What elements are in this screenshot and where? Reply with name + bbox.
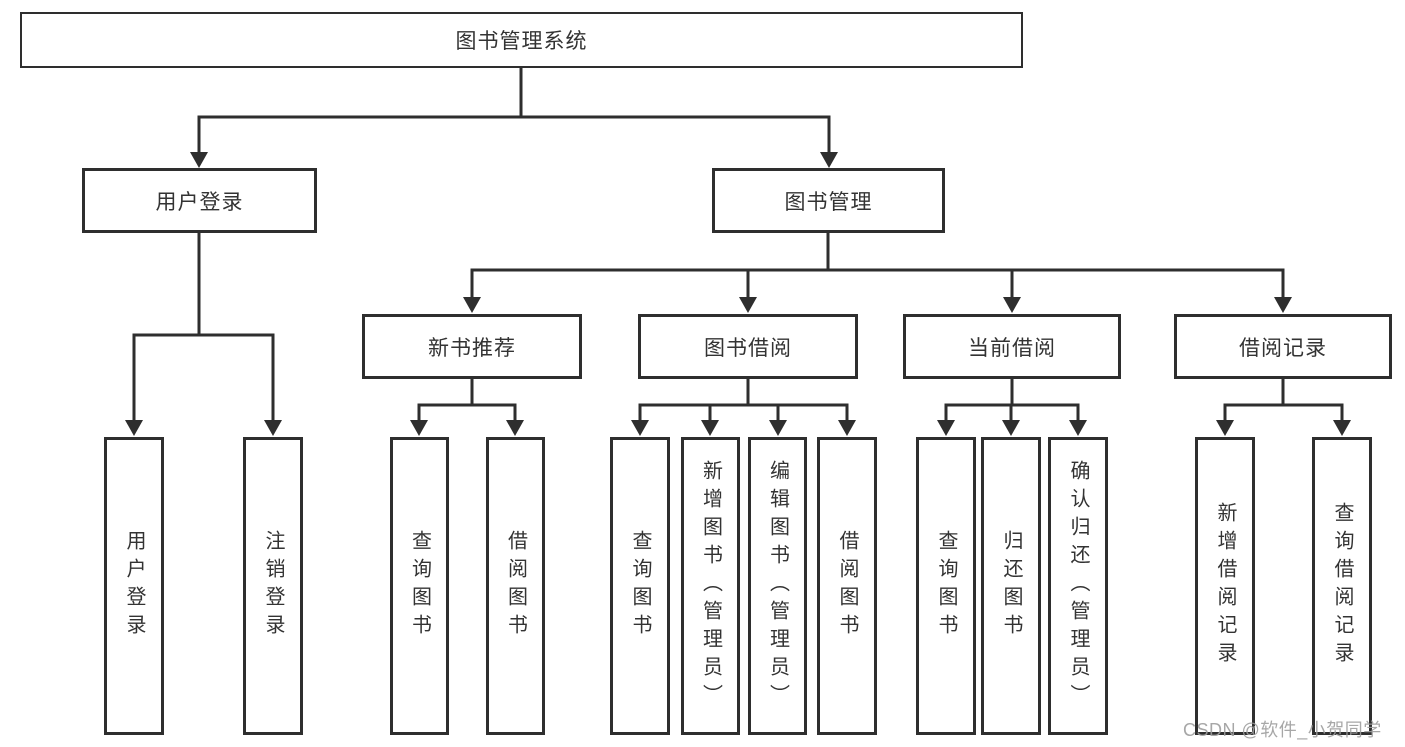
- node-label: 图书管理: [784, 190, 873, 214]
- csdn-watermark: CSDN @软件_小贺同学: [1183, 720, 1382, 740]
- node-label: 图书借阅: [704, 336, 792, 360]
- node-user-login: 用户登录: [82, 168, 317, 233]
- node-label: 新增借阅记录: [1214, 502, 1236, 670]
- node-label: 查询图书: [408, 530, 431, 642]
- node-label: 用户登录: [155, 190, 244, 214]
- node-label: 查询借阅记录: [1331, 502, 1353, 670]
- node-borrow-borrow-books: 借阅图书: [817, 437, 877, 735]
- connector-arrowheads: [125, 152, 1351, 436]
- node-label: 确认归还（管理员）: [1067, 460, 1089, 712]
- node-label: 查询图书: [629, 530, 651, 642]
- node-user-login-leaf: 用户登录: [104, 437, 164, 735]
- node-label: 借阅记录: [1239, 336, 1327, 360]
- node-label: 查询图书: [935, 530, 957, 642]
- node-label: 归还图书: [1000, 530, 1022, 642]
- node-label: 用户登录: [123, 530, 145, 642]
- node-borrow-add-books-admin: 新增图书（管理员）: [681, 437, 740, 735]
- node-root-system: 图书管理系统: [20, 12, 1023, 68]
- node-borrowing-records: 借阅记录: [1174, 314, 1392, 379]
- node-current-confirm-return-admin: 确认归还（管理员）: [1048, 437, 1108, 735]
- connector-paths: [132, 68, 1344, 422]
- node-label: 新书推荐: [428, 336, 516, 360]
- node-current-return-books: 归还图书: [981, 437, 1041, 735]
- node-label: 当前借阅: [968, 336, 1056, 360]
- node-recommend-query-books: 查询图书: [390, 437, 449, 735]
- node-new-book-recommend: 新书推荐: [362, 314, 582, 379]
- node-recommend-borrow-books: 借阅图书: [486, 437, 545, 735]
- node-label: 新增图书（管理员）: [699, 460, 722, 712]
- node-borrow-edit-books-admin: 编辑图书（管理员）: [748, 437, 807, 735]
- node-label: 注销登录: [262, 530, 284, 642]
- node-current-borrowing: 当前借阅: [903, 314, 1121, 379]
- node-borrow-query-books: 查询图书: [610, 437, 670, 735]
- node-label: 编辑图书（管理员）: [766, 460, 789, 712]
- node-records-add-record: 新增借阅记录: [1195, 437, 1255, 735]
- node-logout: 注销登录: [243, 437, 303, 735]
- node-records-query-record: 查询借阅记录: [1312, 437, 1372, 735]
- node-label: 借阅图书: [504, 530, 527, 642]
- node-current-query-books: 查询图书: [916, 437, 976, 735]
- node-book-borrowing: 图书借阅: [638, 314, 858, 379]
- node-label: 借阅图书: [836, 530, 858, 642]
- node-label: 图书管理系统: [455, 30, 588, 53]
- node-book-management: 图书管理: [712, 168, 945, 233]
